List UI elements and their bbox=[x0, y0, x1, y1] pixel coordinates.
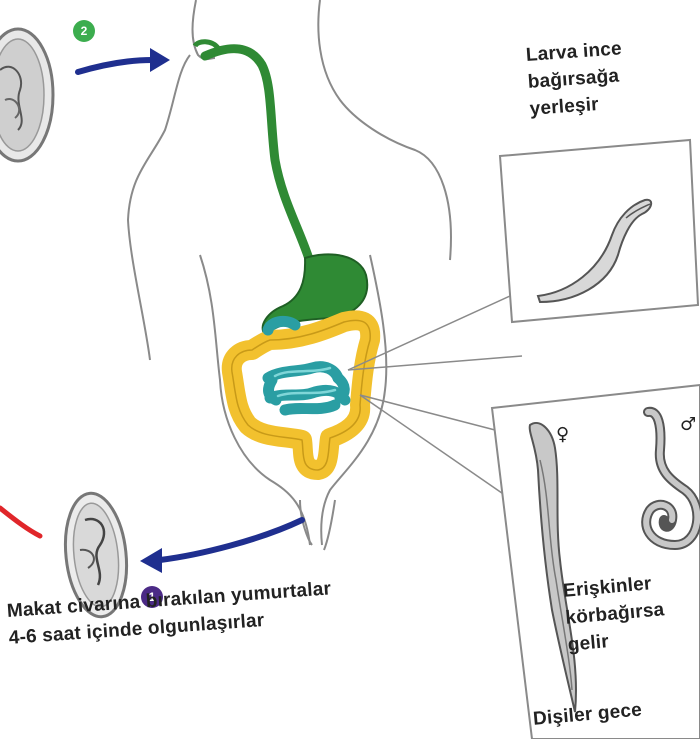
step-badge-2: 2 bbox=[73, 20, 95, 42]
female-symbol: ♀ bbox=[556, 424, 569, 445]
larva-label: Larva ince bağırsağa yerleşir bbox=[525, 35, 626, 122]
adult-worms-inset-box: ♀ ♂ bbox=[492, 385, 700, 739]
red-arrow bbox=[0, 508, 40, 536]
human-body-outline bbox=[128, 0, 451, 550]
larva-inset-box bbox=[500, 140, 698, 322]
esophagus bbox=[205, 49, 310, 262]
adult-label: Erişkinler körbağırsa gelir bbox=[562, 569, 668, 658]
male-symbol: ♂ bbox=[680, 414, 696, 435]
arrow-to-egg bbox=[140, 520, 302, 573]
arrow-to-mouth bbox=[78, 48, 170, 72]
egg-top-left bbox=[0, 29, 53, 161]
step-number-2: 2 bbox=[81, 24, 88, 38]
esophagus-top bbox=[195, 42, 218, 48]
